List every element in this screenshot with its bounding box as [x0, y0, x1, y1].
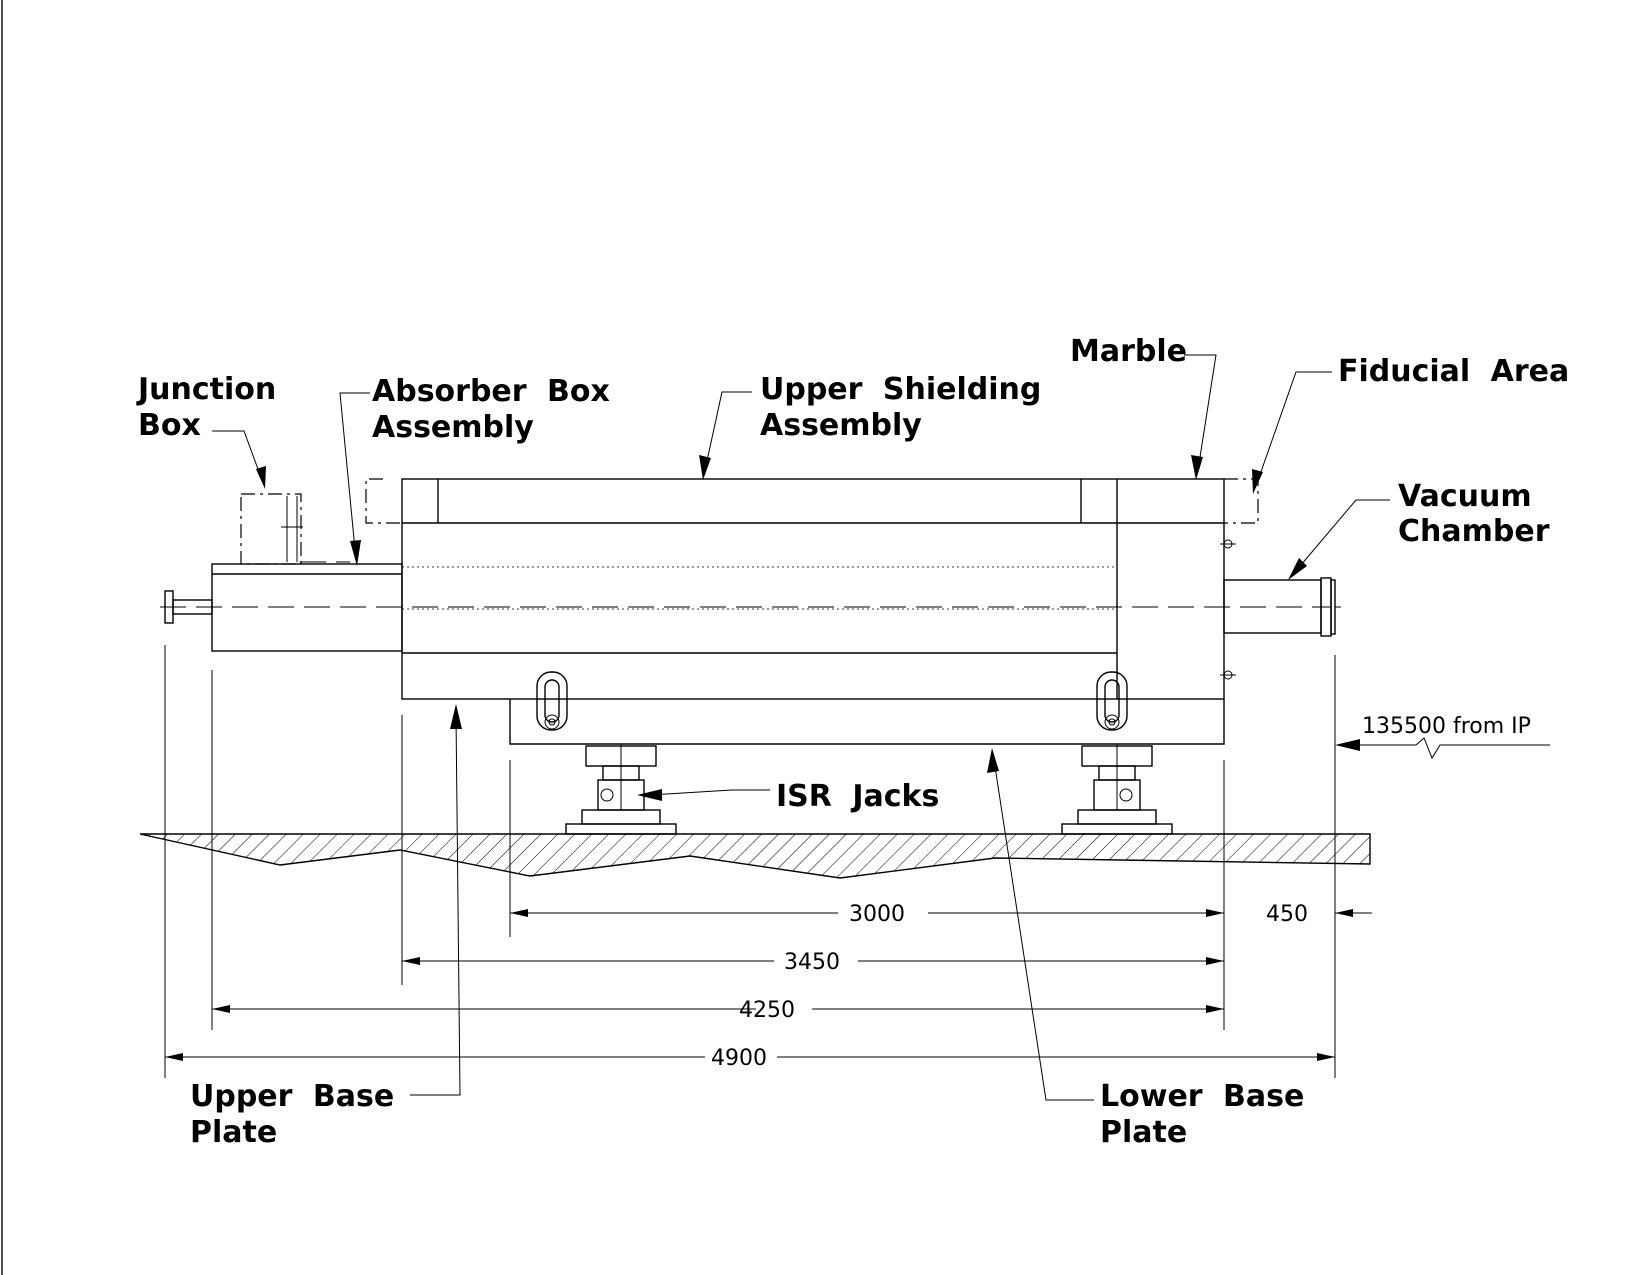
dimension-4250 [212, 1005, 1224, 1013]
label-distance-from-ip: 135500 from IP [1362, 714, 1531, 739]
isr-jack-left [565, 744, 677, 835]
label-vacuum-chamber-line2: Chamber [1398, 514, 1550, 549]
label-marble: Marble [1070, 334, 1187, 369]
lifting-eye-right [1096, 671, 1128, 731]
label-fiducial-area: Fiducial Area [1338, 354, 1569, 389]
dimension-450 [1335, 909, 1372, 917]
dimension-4900-text: 4900 [711, 1046, 767, 1071]
leader-junction-box [212, 430, 266, 489]
dimension-4900 [165, 1053, 1335, 1061]
leader-distance-from-ip [1335, 737, 1550, 760]
label-vacuum-chamber-line1: Vacuum [1398, 479, 1532, 514]
dimension-450-text: 450 [1266, 902, 1308, 927]
fiducial-outline [365, 478, 1259, 524]
label-upper-shielding-line1: Upper Shielding [760, 372, 1041, 407]
label-lower-base-plate-line1: Lower Base [1100, 1079, 1304, 1114]
leader-absorber-box [339, 392, 370, 566]
leader-upper-shielding [699, 391, 752, 480]
isr-jack-right [1061, 744, 1173, 835]
leader-fiducial-area [1252, 371, 1332, 494]
dimension-4250-text: 4250 [739, 998, 795, 1023]
dimension-3450-text: 3450 [784, 950, 840, 975]
label-junction-box-line1: Junction [136, 372, 276, 407]
label-upper-base-plate-line1: Upper Base [190, 1079, 394, 1114]
junction-box [240, 493, 350, 565]
lower-base-plate-shape [509, 699, 1225, 745]
leader-upper-base-plate [410, 704, 462, 1096]
dimension-3000-text: 3000 [849, 902, 905, 927]
upper-shielding-assembly [401, 478, 1225, 700]
leader-vacuum-chamber [1288, 499, 1390, 580]
leader-marble [1184, 354, 1217, 480]
label-isr-jacks: ISR Jacks [776, 779, 939, 814]
dimension-3450 [402, 957, 1224, 965]
leader-lower-base-plate [987, 748, 1094, 1101]
label-absorber-box-line1: Absorber Box [372, 374, 610, 409]
label-absorber-box-line2: Assembly [372, 410, 534, 445]
extension-lines [164, 645, 1336, 1078]
fiducial-marks [1220, 539, 1236, 680]
ground-floor [139, 833, 1371, 879]
leader-isr-jacks [637, 789, 770, 801]
lifting-eye-left [536, 671, 568, 731]
label-upper-shielding-line2: Assembly [760, 408, 922, 443]
label-junction-box-line2: Box [138, 408, 201, 443]
label-upper-base-plate-line2: Plate [190, 1115, 277, 1150]
label-lower-base-plate-line2: Plate [1100, 1115, 1187, 1150]
dimension-3000 [510, 909, 1224, 917]
